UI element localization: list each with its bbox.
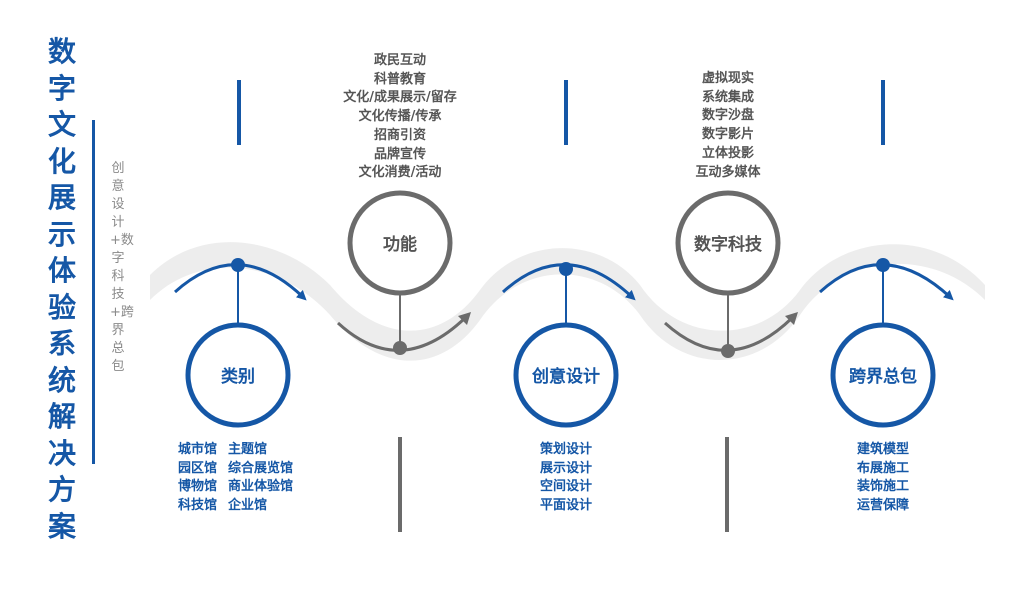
- arrow-head-2: [458, 312, 471, 325]
- function-item: 品牌宣传: [373, 146, 426, 162]
- function-item: 科普教育: [373, 71, 426, 87]
- category-list: 城市馆主题馆园区馆综合展览馆博物馆商业体验馆科技馆企业馆: [178, 441, 293, 516]
- contract-item: 装饰施工: [856, 479, 909, 495]
- design-item: 展示设计: [539, 460, 592, 476]
- category-row: 博物馆商业体验馆: [178, 478, 293, 497]
- design-item: 平面设计: [539, 498, 592, 514]
- tech-item: 互动多媒体: [695, 164, 761, 180]
- node-cross-border-contract-label: 跨界总包: [849, 366, 917, 387]
- category-item: 综合展览馆: [228, 460, 294, 476]
- page-title: 数字文化展示体验系统解决方案: [47, 35, 76, 543]
- top-bar-3: [881, 80, 885, 145]
- top-bar-1: [237, 80, 241, 145]
- tech-item: 虚拟现实: [701, 71, 754, 86]
- tech-item: 系统集成: [701, 89, 754, 105]
- bottom-bar-1: [398, 437, 402, 532]
- function-item: 文化消费/活动: [358, 165, 442, 181]
- function-item: 招商引资: [373, 127, 426, 143]
- dot-2: [393, 341, 407, 355]
- function-item: 政民互动: [373, 53, 426, 68]
- arrow-head-4: [785, 312, 798, 325]
- node-function-label: 功能: [383, 234, 417, 255]
- category-item: 商业体验馆: [228, 479, 294, 495]
- contract-list: 建筑模型布展施工装饰施工运营保障: [833, 441, 933, 516]
- tech-list: 虚拟现实系统集成数字沙盘数字影片立体投影互动多媒体: [628, 70, 828, 182]
- category-item: 园区馆: [178, 460, 218, 476]
- category-row: 城市馆主题馆: [178, 441, 293, 460]
- node-cross-border-contract[interactable]: 跨界总包: [830, 322, 936, 428]
- dot-4: [721, 344, 735, 358]
- dot-3: [559, 262, 573, 276]
- top-bar-2: [564, 80, 568, 145]
- node-category-label: 类别: [221, 366, 255, 387]
- tech-item: 数字沙盘: [701, 108, 754, 124]
- node-digital-tech-label: 数字科技: [694, 234, 763, 255]
- contract-item: 建筑模型: [856, 442, 909, 457]
- category-item: 城市馆: [178, 442, 218, 457]
- design-item: 空间设计: [539, 479, 592, 495]
- node-creative-design-label: 创意设计: [531, 366, 600, 387]
- node-creative-design[interactable]: 创意设计: [513, 322, 619, 428]
- node-function[interactable]: 功能: [347, 190, 453, 296]
- bottom-bar-2: [725, 437, 729, 532]
- node-category[interactable]: 类别: [185, 322, 291, 428]
- title-divider: [92, 120, 95, 464]
- category-item: 科技馆: [178, 498, 218, 514]
- category-item: 主题馆: [228, 442, 268, 457]
- function-item: 文化/成果展示/留存: [343, 90, 457, 106]
- design-item: 策划设计: [539, 442, 592, 457]
- contract-item: 运营保障: [856, 498, 909, 514]
- tech-item: 数字影片: [701, 127, 754, 143]
- category-row: 园区馆综合展览馆: [178, 460, 293, 479]
- page-subtitle: 创意设计+数字科技+跨界总包: [110, 161, 134, 374]
- contract-item: 布展施工: [856, 460, 909, 476]
- design-list: 策划设计展示设计空间设计平面设计: [516, 441, 616, 516]
- node-digital-tech[interactable]: 数字科技: [675, 190, 781, 296]
- function-list: 政民互动科普教育文化/成果展示/留存文化传播/传承招商引资品牌宣传文化消费/活动: [300, 52, 500, 183]
- function-item: 文化传播/传承: [358, 109, 442, 125]
- category-row: 科技馆企业馆: [178, 497, 293, 516]
- dot-5: [876, 258, 890, 272]
- category-item: 企业馆: [228, 498, 268, 514]
- tech-item: 立体投影: [701, 145, 754, 161]
- dot-1: [231, 258, 245, 272]
- category-item: 博物馆: [178, 479, 218, 495]
